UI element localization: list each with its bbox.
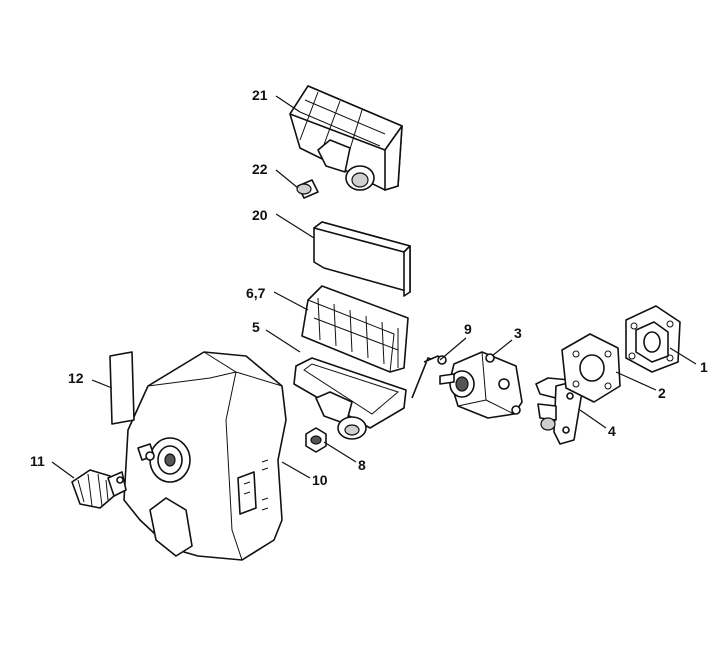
carburetor-part[interactable]	[439, 351, 523, 419]
choke-rod-part[interactable]	[411, 355, 447, 399]
callout-5: 5	[252, 319, 260, 335]
filter-housing-part[interactable]	[301, 285, 409, 373]
gasket-part[interactable]	[561, 333, 621, 403]
filter-sponge-part[interactable]	[313, 221, 411, 297]
callout-8: 8	[358, 457, 366, 473]
callout-22: 22	[252, 161, 268, 177]
callout-11: 11	[30, 453, 45, 469]
callout-3: 3	[514, 325, 522, 341]
callout-10: 10	[312, 472, 328, 488]
callout-6-7: 6,7	[246, 285, 266, 301]
callout-20: 20	[252, 207, 268, 223]
screw-part[interactable]	[296, 179, 319, 199]
callout-2: 2	[658, 385, 666, 401]
callout-9: 9	[464, 321, 472, 337]
bracket-part[interactable]	[535, 377, 583, 445]
leader-lines	[51, 95, 697, 479]
callout-12: 12	[68, 370, 84, 386]
shroud-cover-part[interactable]	[123, 351, 287, 561]
air-filter-part[interactable]	[289, 85, 403, 191]
label-sticker-part[interactable]	[109, 351, 135, 425]
callout-1: 1	[700, 359, 708, 375]
nut-part[interactable]	[305, 427, 327, 453]
callout-4: 4	[608, 423, 616, 439]
base-plate-part[interactable]	[293, 357, 407, 440]
callout-21: 21	[252, 87, 268, 103]
knob-part[interactable]	[71, 469, 127, 509]
spacer-gasket-part[interactable]	[625, 305, 681, 373]
callout-labels: 21 22 20 6,7 5 9 3 1 2 4 8 10 11 12	[30, 87, 708, 488]
